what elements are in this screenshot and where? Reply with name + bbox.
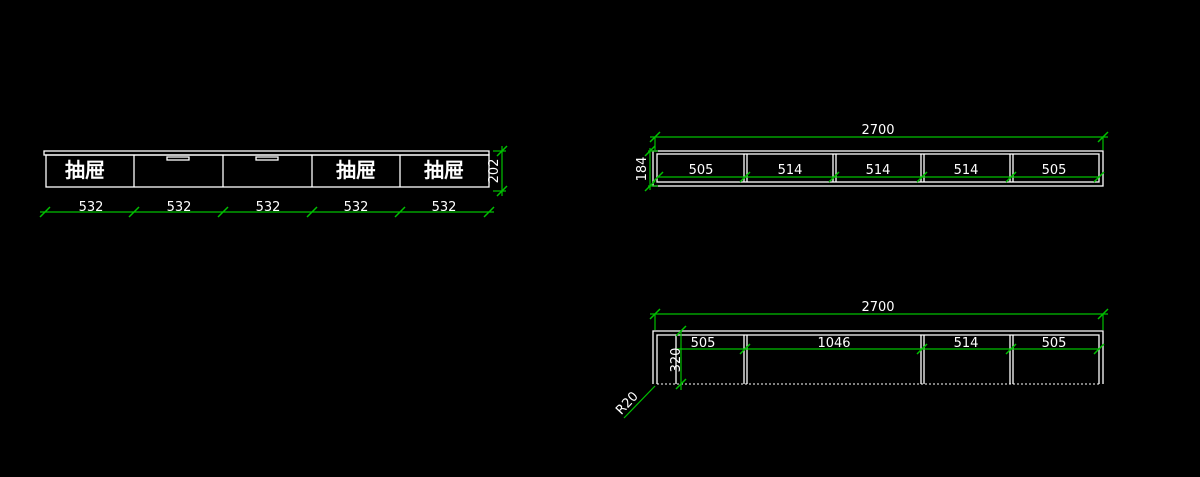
dim-tick: [675, 325, 687, 337]
top-view-a: 2700 505 514 514 514 505 184: [635, 123, 1109, 192]
drawer-label: 抽屉: [424, 158, 464, 182]
dim-tick: [644, 180, 656, 192]
dim-tick: [1005, 343, 1017, 355]
dim-tick: [828, 171, 840, 183]
dim-tick: [916, 171, 928, 183]
dim-tick: [217, 206, 229, 218]
front-view: 抽屉 抽屉 抽屉 202 532 532 532 532 532: [39, 145, 508, 218]
dim-tick: [483, 206, 495, 218]
dim-width-text: 532: [432, 200, 457, 215]
dim-segment-text: 514: [954, 163, 979, 178]
dim-radius-text: R20: [613, 389, 641, 418]
top-b-outline: [652, 330, 1104, 384]
dim-tick: [739, 171, 751, 183]
dim-segment-text: 514: [954, 336, 979, 351]
dim-total-text: 2700: [861, 123, 894, 138]
dim-tick: [1093, 343, 1105, 355]
dim-tick: [1093, 171, 1105, 183]
drawer-handle: [255, 156, 279, 161]
dim-tick: [39, 206, 51, 218]
dim-width-text: 532: [256, 200, 281, 215]
dim-tick: [1005, 171, 1017, 183]
dim-segment-text: 505: [1042, 336, 1067, 351]
top-view-b: 2700 505 1046 514 505 320 R20: [613, 300, 1109, 419]
dim-radius-leader: [623, 385, 656, 419]
dim-depth-text: 320: [669, 348, 684, 373]
dim-tick: [916, 343, 928, 355]
dim-tick: [739, 343, 751, 355]
dim-tick: [675, 378, 687, 390]
dim-tick: [652, 171, 664, 183]
dim-width-text: 532: [167, 200, 192, 215]
dim-tick: [496, 185, 508, 197]
dim-segment-text: 505: [1042, 163, 1067, 178]
drawer-label: 抽屉: [65, 158, 105, 182]
dim-tick: [306, 206, 318, 218]
dim-segment-text: 505: [691, 336, 716, 351]
dim-tick: [394, 206, 406, 218]
dim-segment-text: 514: [778, 163, 803, 178]
dim-tick: [128, 206, 140, 218]
dim-segment-text: 505: [689, 163, 714, 178]
dim-segment-text: 514: [866, 163, 891, 178]
drawer-handle: [166, 156, 190, 161]
dim-width-text: 532: [344, 200, 369, 215]
top-a-outline: [652, 150, 1104, 187]
drawer-label: 抽屉: [336, 158, 376, 182]
dim-total-text: 2700: [861, 300, 894, 315]
dim-tick: [644, 145, 656, 157]
dim-tick: [496, 145, 508, 157]
dim-width-text: 532: [79, 200, 104, 215]
front-body: [45, 154, 490, 188]
dim-segment-text: 1046: [817, 336, 850, 351]
dim-depth-text: 184: [635, 157, 650, 182]
top-b-inner: [656, 334, 1100, 384]
top-a-inner: [656, 153, 1100, 183]
dim-height-text: 202: [487, 159, 502, 184]
